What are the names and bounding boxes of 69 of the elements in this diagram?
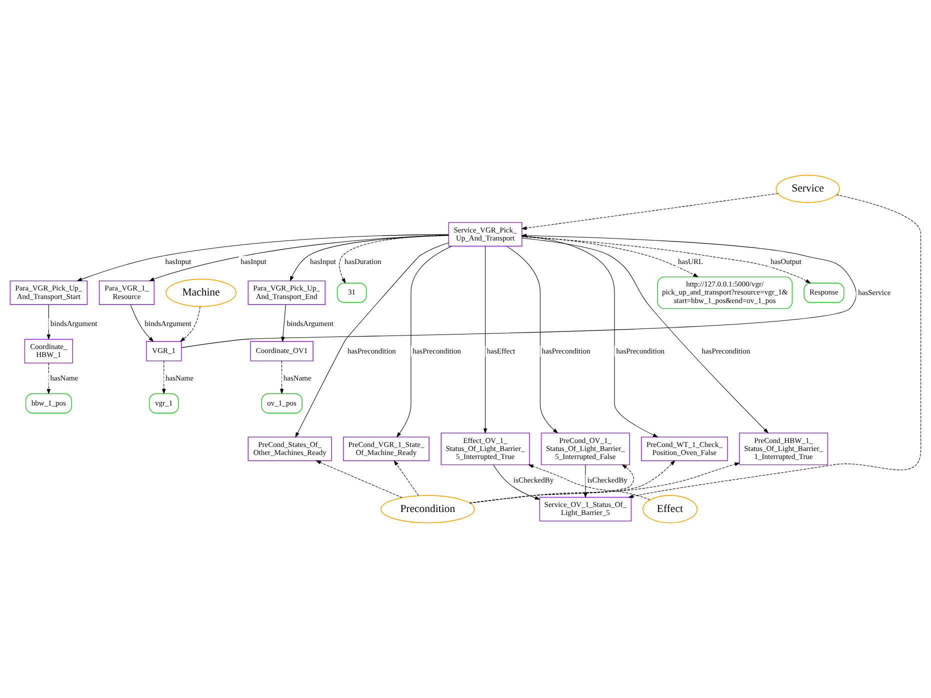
edge-label: hasOutput bbox=[770, 256, 802, 266]
edge-label: hasPrecondition bbox=[702, 346, 750, 356]
node-ellipse: Service bbox=[776, 174, 840, 203]
edge-label: hasName bbox=[50, 374, 78, 383]
node-box: Response bbox=[804, 282, 844, 303]
arrow bbox=[162, 360, 166, 394]
node-box: Service_OV_1_Status_Of_ Light_Barrier_5 bbox=[539, 496, 632, 522]
arrow bbox=[181, 234, 857, 348]
node-box: ov_1_pos bbox=[261, 393, 302, 414]
node-box: PreCond_VGR_1_State_ Of_Machine_Ready bbox=[343, 436, 430, 462]
arrow bbox=[522, 236, 658, 438]
arrow bbox=[394, 460, 419, 496]
node-box: vgr_1 bbox=[148, 393, 179, 414]
edge-label: isCheckedBy bbox=[587, 475, 628, 484]
node-box: Coordinate_OV1 bbox=[250, 341, 314, 362]
arrow bbox=[506, 246, 558, 434]
arrow bbox=[130, 304, 154, 342]
node-box: Para_VGR_1_ Resource bbox=[98, 280, 155, 305]
node-box: Coordinate_ HBW_1 bbox=[24, 338, 74, 364]
arrow bbox=[493, 464, 540, 500]
edge-label: hasService bbox=[858, 288, 891, 297]
edge-label: hasDuration bbox=[344, 256, 382, 266]
arrow bbox=[180, 306, 200, 342]
edge-label: bindsArgument bbox=[50, 319, 98, 328]
node-ellipse: Machine bbox=[166, 278, 236, 307]
node-ellipse: Precondition bbox=[380, 495, 475, 524]
arrow bbox=[290, 235, 449, 282]
arrow bbox=[522, 238, 769, 434]
node-box: 31 bbox=[336, 282, 367, 303]
node-box: PreCond_States_Of_ Other_Machines_Ready bbox=[248, 436, 332, 462]
edge-label: hasInput bbox=[310, 256, 336, 266]
edge-label: hasPrecondition bbox=[616, 346, 665, 356]
edge-label: isCheckedBy bbox=[514, 475, 554, 484]
arrow bbox=[469, 460, 676, 504]
node-box: Para_VGR_Pick_Up_ And_Transport_End bbox=[248, 280, 326, 305]
edge-label: hasInput bbox=[240, 256, 266, 266]
arrow bbox=[295, 242, 449, 438]
arrow bbox=[339, 234, 449, 284]
edge-label: hasName bbox=[283, 374, 312, 383]
node-box: PreCond_OV_1_ Status_Of_Light_Barrier_ 5_Interrupted_False bbox=[540, 432, 630, 466]
arrow bbox=[628, 194, 922, 498]
arrow bbox=[396, 246, 452, 438]
node-box: PreCond_HBW_1_ Status_Of_Light_Barrier_ 1_Interrupted_True bbox=[739, 432, 828, 466]
arrow bbox=[483, 246, 488, 434]
edge-label: hasName bbox=[165, 374, 194, 383]
arrow bbox=[522, 236, 811, 284]
node-box: http://127.0.0.1:5000/vgr/ pick_up_and_transport?resource=vgr_1& start=hbw_1_pos&end=ov_1_pos bbox=[657, 276, 793, 310]
node-box: hbw_1_pos bbox=[25, 393, 72, 414]
node-ellipse: Effect bbox=[642, 495, 698, 524]
node-box: Service_VGR_Pick_ Up_And_Transport bbox=[448, 222, 522, 247]
edge-label: bindsArgument bbox=[286, 319, 334, 328]
arrow bbox=[280, 360, 284, 394]
edge-label: hasURL bbox=[678, 256, 704, 266]
node-box: Effect_OV_1_ Status_Of_Light_Barrier_ 5_Interrupted_True bbox=[440, 432, 530, 466]
arrow bbox=[148, 234, 449, 282]
edge-label: hasInput bbox=[165, 256, 192, 266]
edge-label: hasEffect bbox=[486, 346, 516, 356]
node-box: VGR_1 bbox=[146, 341, 182, 362]
edge-label: hasPrecondition bbox=[412, 346, 462, 356]
edge-label: hasPrecondition bbox=[347, 346, 396, 356]
arrow bbox=[76, 234, 449, 282]
node-box: Para_VGR_Pick_Up_ And_Transport_Start bbox=[10, 280, 88, 305]
arrow bbox=[521, 193, 778, 230]
edge-label: hasPrecondition bbox=[542, 346, 590, 356]
arrow bbox=[316, 460, 402, 498]
arrow bbox=[470, 464, 634, 504]
edge-label: bindsArgument bbox=[144, 319, 192, 328]
arrow bbox=[469, 462, 740, 504]
node-box: PreCond_WT_1_Check_ Position_Oven_False bbox=[641, 436, 728, 462]
